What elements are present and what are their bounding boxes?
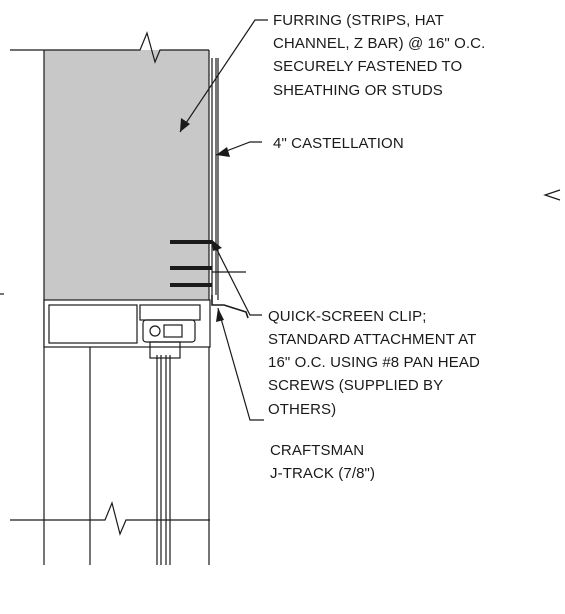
wall-fill <box>44 50 209 300</box>
leader-clip <box>211 239 262 316</box>
leader-furring <box>179 19 268 133</box>
arrowhead-furring <box>180 118 190 132</box>
leader-jtrack <box>217 307 264 421</box>
bottom-break-line <box>10 501 210 536</box>
glazing-stop <box>149 341 181 359</box>
callout-furring: FURRING (STRIPS, HAT CHANNEL, Z BAR) @ 1… <box>273 12 490 99</box>
callout-clip: QUICK-SCREEN CLIP; STANDARD ATTACHMENT A… <box>268 308 484 418</box>
arrowhead-castellation <box>216 147 230 157</box>
j-track <box>211 295 249 319</box>
head-frame-outer <box>43 299 211 348</box>
callout-jtrack: CRAFTSMAN J-TRACK (7/8") <box>270 442 375 482</box>
edge-mark-right <box>543 189 561 201</box>
top-break-line <box>10 31 209 64</box>
arrowhead-clip <box>212 240 222 251</box>
callout-castellation: 4" CASTELLATION <box>273 135 404 152</box>
profile-slot <box>163 324 183 338</box>
profile-roller <box>149 325 161 337</box>
arrowhead-jtrack <box>216 308 224 322</box>
head-frame-inner <box>48 304 138 344</box>
